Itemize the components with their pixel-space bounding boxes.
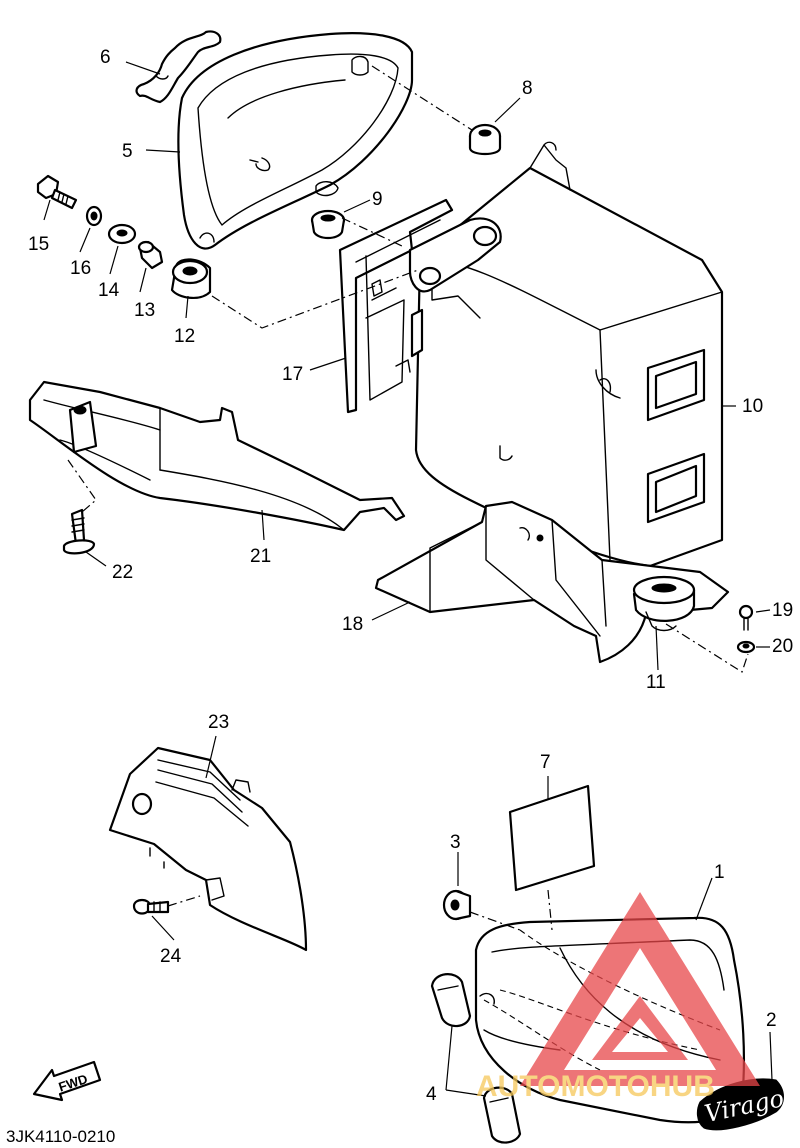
part-20-washer — [736, 640, 756, 654]
watermark-triangle — [520, 892, 760, 1086]
fwd-arrow: FWD — [32, 1060, 102, 1102]
watermark-inner-triangle — [592, 996, 688, 1060]
part-9-grommet — [310, 209, 346, 240]
leader-lines — [43, 61, 773, 1097]
part-16-washer — [85, 205, 103, 227]
label-19: 19 — [772, 600, 793, 621]
part-7-label — [508, 784, 596, 892]
watermark: AUTOMOTOHUB — [476, 892, 760, 1103]
label-15: 15 — [28, 234, 49, 255]
label-17: 17 — [282, 364, 303, 385]
label-10: 10 — [742, 396, 763, 417]
part-19-screw — [738, 604, 754, 631]
part-4-grommets — [430, 973, 522, 1144]
label-14: 14 — [98, 280, 120, 301]
part-8-grommet — [468, 123, 502, 156]
part-3-grommet — [442, 889, 472, 921]
part-6-clip — [135, 30, 222, 104]
label-6: 6 — [100, 47, 111, 68]
label-20: 20 — [772, 636, 793, 657]
label-22: 22 — [112, 562, 133, 583]
label-16: 16 — [70, 258, 91, 279]
label-23: 23 — [208, 712, 229, 733]
label-8: 8 — [522, 78, 533, 99]
label-5: 5 — [122, 141, 133, 162]
part-10-battery — [414, 141, 724, 568]
watermark-text: AUTOMOTOHUB — [476, 1070, 715, 1103]
battery-top-bracket — [408, 217, 502, 293]
label-12: 12 — [174, 326, 195, 347]
part-15-bolt — [36, 174, 78, 210]
label-13: 13 — [134, 300, 155, 321]
part-21-bracket — [28, 380, 406, 532]
part-24-screw — [132, 898, 170, 915]
label-1: 1 — [714, 862, 725, 883]
label-4: 4 — [426, 1084, 437, 1105]
label-21: 21 — [250, 546, 271, 567]
part-12-grommet — [170, 258, 212, 299]
label-18: 18 — [342, 614, 363, 635]
part-2-emblem: Virago — [696, 1078, 786, 1131]
part-13-collar — [137, 240, 164, 270]
part-labels: 6 5 8 9 15 16 14 13 12 17 10 21 22 18 11… — [28, 47, 793, 1105]
label-9: 9 — [372, 189, 383, 210]
part-5-cover — [177, 32, 414, 250]
label-2: 2 — [766, 1010, 777, 1031]
part-23-side-cover — [108, 746, 308, 952]
label-24: 24 — [160, 946, 182, 967]
diagram-code: 3JK4110-0210 — [6, 1127, 115, 1146]
label-7: 7 — [540, 752, 551, 773]
part-14-washer — [107, 223, 137, 245]
part-11-grommet — [632, 575, 696, 632]
label-3: 3 — [450, 832, 461, 853]
part-18-tray — [374, 500, 730, 664]
part-22-bolt — [62, 508, 96, 555]
label-11: 11 — [646, 672, 666, 693]
